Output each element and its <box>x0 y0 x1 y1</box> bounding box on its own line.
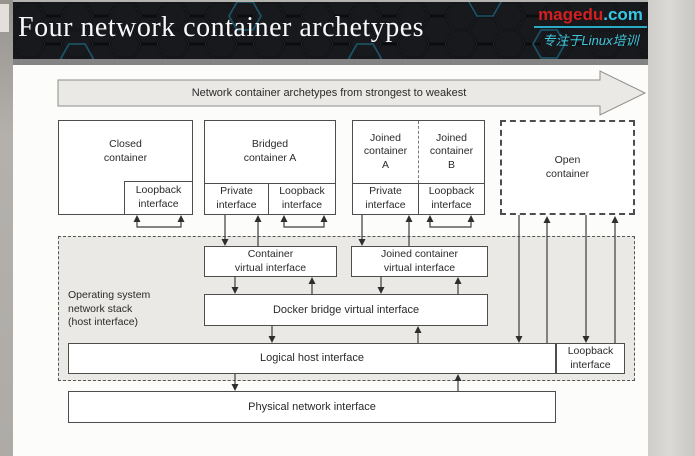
joined-containers-titles: Joined container A Joined container B <box>353 121 484 184</box>
logical-host-interface-box: Logical host interface <box>68 343 556 374</box>
open-container-box: Open container <box>500 120 635 215</box>
brand-divider <box>534 26 647 28</box>
os-network-stack-label: Operating system network stack (host int… <box>68 289 151 329</box>
brand-name-cyan: .com <box>603 5 643 24</box>
closed-container-box: Closed container Loopback interface <box>58 120 193 215</box>
closed-loopback-interface-box: Loopback interface <box>124 181 192 214</box>
banner-label: Network container archetypes from strong… <box>191 86 467 99</box>
top-edge-line <box>13 0 648 2</box>
brand-name: magedu.com <box>534 5 647 25</box>
closed-loopback-loop-arrow <box>136 221 182 228</box>
joined-private-interface-box: Private interface <box>353 184 419 214</box>
closed-container-title: Closed container <box>103 138 148 164</box>
hexagon-accents <box>59 2 567 59</box>
bridged-container-box: Bridged container A Private interface Lo… <box>204 120 336 215</box>
bridged-loopback-loop-arrow <box>283 221 325 228</box>
header-underline-band <box>13 59 648 65</box>
brand-name-red: magedu <box>538 5 604 24</box>
slide-header: Four network container archetypes magedu… <box>13 2 648 59</box>
right-frame <box>648 0 695 456</box>
hexagon-pattern-background <box>13 2 648 59</box>
host-loopback-interface-box: Loopback interface <box>556 343 625 374</box>
brand-block: magedu.com 专注于Linux培训 <box>534 5 647 49</box>
bridged-loopback-interface-box: Loopback interface <box>279 185 325 211</box>
bridged-interfaces-row: Private interface Loopback interface <box>205 184 335 214</box>
left-frame <box>0 0 13 456</box>
joined-container-b-title: Joined container B <box>429 131 474 171</box>
container-virtual-interface-box: Container virtual interface <box>204 246 337 277</box>
joined-containers-box: Joined container A Joined container B Pr… <box>352 120 485 215</box>
left-frame-highlight <box>0 4 9 32</box>
bridged-container-title: Bridged container A <box>205 121 335 184</box>
page-title: Four network container archetypes <box>18 12 425 43</box>
joined-interfaces-row: Private interface Loopback interface <box>353 184 484 214</box>
bridged-private-interface-box: Private interface <box>205 184 269 214</box>
brand-tagline: 专注于Linux培训 <box>542 33 639 48</box>
joined-container-virtual-interface-box: Joined container virtual interface <box>351 246 488 277</box>
joined-loopback-loop-arrow <box>429 221 472 228</box>
physical-network-interface-box: Physical network interface <box>68 391 556 423</box>
joined-container-a-title: Joined container A <box>353 121 419 183</box>
joined-loopback-interface-box: Loopback interface <box>428 185 475 211</box>
docker-bridge-virtual-interface-box: Docker bridge virtual interface <box>204 294 488 326</box>
